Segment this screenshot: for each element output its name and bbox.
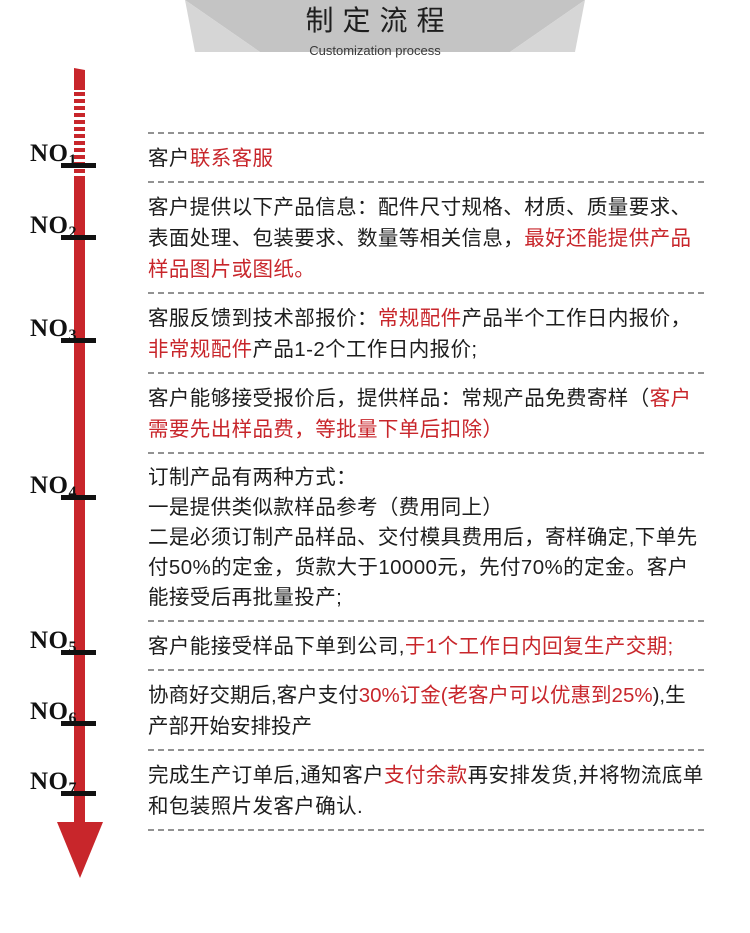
- step-marker-index: 7: [68, 780, 77, 797]
- process-step-8: 完成生产订单后,通知客户支付余款再安排发货,并将物流底单和包装照片发客户确认.: [148, 751, 704, 829]
- body-text: 产品半个工作日内报价，: [461, 307, 692, 330]
- body-text: 产品1-2个工作日内报价;: [252, 338, 478, 361]
- process-step-3: 客服反馈到技术部报价：常规配件产品半个工作日内报价， 非常规配件产品1-2个工作日…: [148, 294, 704, 372]
- step-6-text: 客户能接受样品下单到公司,于1个工作日内回复生产交期;: [148, 628, 704, 665]
- step-marker-label-3: NO3: [30, 315, 77, 344]
- separator-line: [148, 620, 704, 622]
- step-marker-label-6: NO6: [30, 698, 77, 727]
- step-marker-index: 1: [68, 152, 77, 169]
- step-marker-index: 6: [68, 710, 77, 727]
- separator-line: [148, 372, 704, 374]
- highlight-text: 非常规配件: [148, 338, 253, 361]
- process-steps-list: 客户联系客服 客户提供以下产品信息：配件尺寸规格、材质、质量要求、表面处理、包装…: [148, 132, 704, 831]
- step-marker-label-7: NO7: [30, 768, 77, 797]
- step-marker-index: 4: [68, 484, 77, 501]
- step-8-text: 完成生产订单后,通知客户支付余款再安排发货,并将物流底单和包装照片发客户确认.: [148, 757, 704, 825]
- body-text: 客户能够接受报价后，提供样品：常规产品免费寄样（: [148, 387, 650, 410]
- separator-line: [148, 669, 704, 671]
- body-text: 客户能接受样品下单到公司,: [148, 635, 405, 658]
- step-2-text: 客户提供以下产品信息：配件尺寸规格、材质、质量要求、表面处理、包装要求、数量等相…: [148, 189, 704, 288]
- highlight-text: 支付余款: [384, 764, 468, 787]
- timeline-axis: NO1 NO2 NO3 NO4 NO5 NO6 NO7: [0, 60, 140, 900]
- step-marker-index: 3: [68, 327, 77, 344]
- highlight-text: 联系客服: [189, 147, 274, 170]
- body-text: 一是提供类似款样品参考（费用同上）: [148, 496, 504, 519]
- step-marker-tick-3: [61, 338, 96, 343]
- step-7-text: 协商好交期后,客户支付30%订金(老客户可以优惠到25%),生产部开始安排投产: [148, 677, 704, 745]
- step-1-text: 客户联系客服: [148, 140, 704, 177]
- step-4-text: 客户能够接受报价后，提供样品：常规产品免费寄样（客户需要先出样品费，等批量下单后…: [148, 380, 704, 448]
- step-marker-index: 5: [68, 639, 77, 656]
- step-marker-tick-2: [61, 235, 96, 240]
- step-marker-label-4: NO4: [30, 472, 77, 501]
- process-step-5: 订制产品有两种方式： 一是提供类似款样品参考（费用同上） 二是必须订制产品样品、交付…: [148, 454, 704, 620]
- highlight-text: 30%订金(老客户可以优惠到25%: [358, 684, 653, 707]
- header-banner: 制定流程 Customization process: [0, 0, 750, 78]
- step-marker-tick-5: [61, 650, 96, 655]
- body-text: 客服反馈到技术部报价：: [148, 307, 378, 330]
- separator-line: [148, 829, 704, 831]
- body-text: 再安排发货,并将物流底单和包装照片发客户确认.: [148, 764, 704, 818]
- process-step-7: 协商好交期后,客户支付30%订金(老客户可以优惠到25%),生产部开始安排投产: [148, 671, 704, 749]
- step-marker-label-1: NO1: [30, 140, 77, 169]
- step-3-text: 客服反馈到技术部报价：常规配件产品半个工作日内报价， 非常规配件产品1-2个工作日…: [148, 300, 704, 368]
- separator-line: [148, 452, 704, 454]
- separator-line: [148, 181, 704, 183]
- process-step-6: 客户能接受样品下单到公司,于1个工作日内回复生产交期;: [148, 622, 704, 669]
- body-text: 二是必须订制产品样品、交付模具费用后，寄样确定,下单先付50%的定金，货款大于1…: [148, 526, 698, 609]
- step-marker-tick-4: [61, 495, 96, 500]
- step-marker-tick-6: [61, 721, 96, 726]
- separator-line: [148, 749, 704, 751]
- body-text: 客户: [148, 147, 190, 170]
- step-marker-tick-7: [61, 791, 96, 796]
- body-text: 协商好交期后,客户支付: [148, 684, 359, 707]
- separator-line: [148, 132, 704, 134]
- process-step-1: 客户联系客服: [148, 134, 704, 181]
- page-title-en: Customization process: [309, 43, 441, 58]
- process-step-2: 客户提供以下产品信息：配件尺寸规格、材质、质量要求、表面处理、包装要求、数量等相…: [148, 183, 704, 292]
- highlight-text: 常规配件: [377, 307, 462, 330]
- banner-chevron-shape: [185, 0, 585, 52]
- separator-line: [148, 292, 704, 294]
- step-marker-label-2: NO2: [30, 212, 77, 241]
- step-5-text: 订制产品有两种方式： 一是提供类似款样品参考（费用同上） 二是必须订制产品样品、交付…: [148, 460, 704, 616]
- banner-text-group: 制定流程 Customization process: [0, 4, 750, 61]
- step-marker-tick-1: [61, 163, 96, 168]
- timeline-arrow-graphic: [57, 68, 103, 878]
- body-text: ),生产部开始安排投产: [148, 684, 686, 738]
- body-text: 订制产品有两种方式：: [148, 466, 357, 489]
- highlight-text: 客户需要先出样品费，等批量下单后扣除）: [148, 387, 692, 441]
- step-marker-label-5: NO5: [30, 627, 77, 656]
- process-step-4: 客户能够接受报价后，提供样品：常规产品免费寄样（客户需要先出样品费，等批量下单后…: [148, 374, 704, 452]
- highlight-text: 最好还能提供产品样品图片或图纸。: [148, 227, 692, 281]
- page-title-cn: 制定流程: [305, 5, 454, 36]
- body-text: 完成生产订单后,通知客户: [148, 764, 384, 787]
- step-marker-index: 2: [68, 224, 77, 241]
- body-text: 客户提供以下产品信息：配件尺寸规格、材质、质量要求、表面处理、包装要求、数量等相…: [148, 196, 692, 250]
- highlight-text: 于1个工作日内回复生产交期;: [404, 635, 674, 658]
